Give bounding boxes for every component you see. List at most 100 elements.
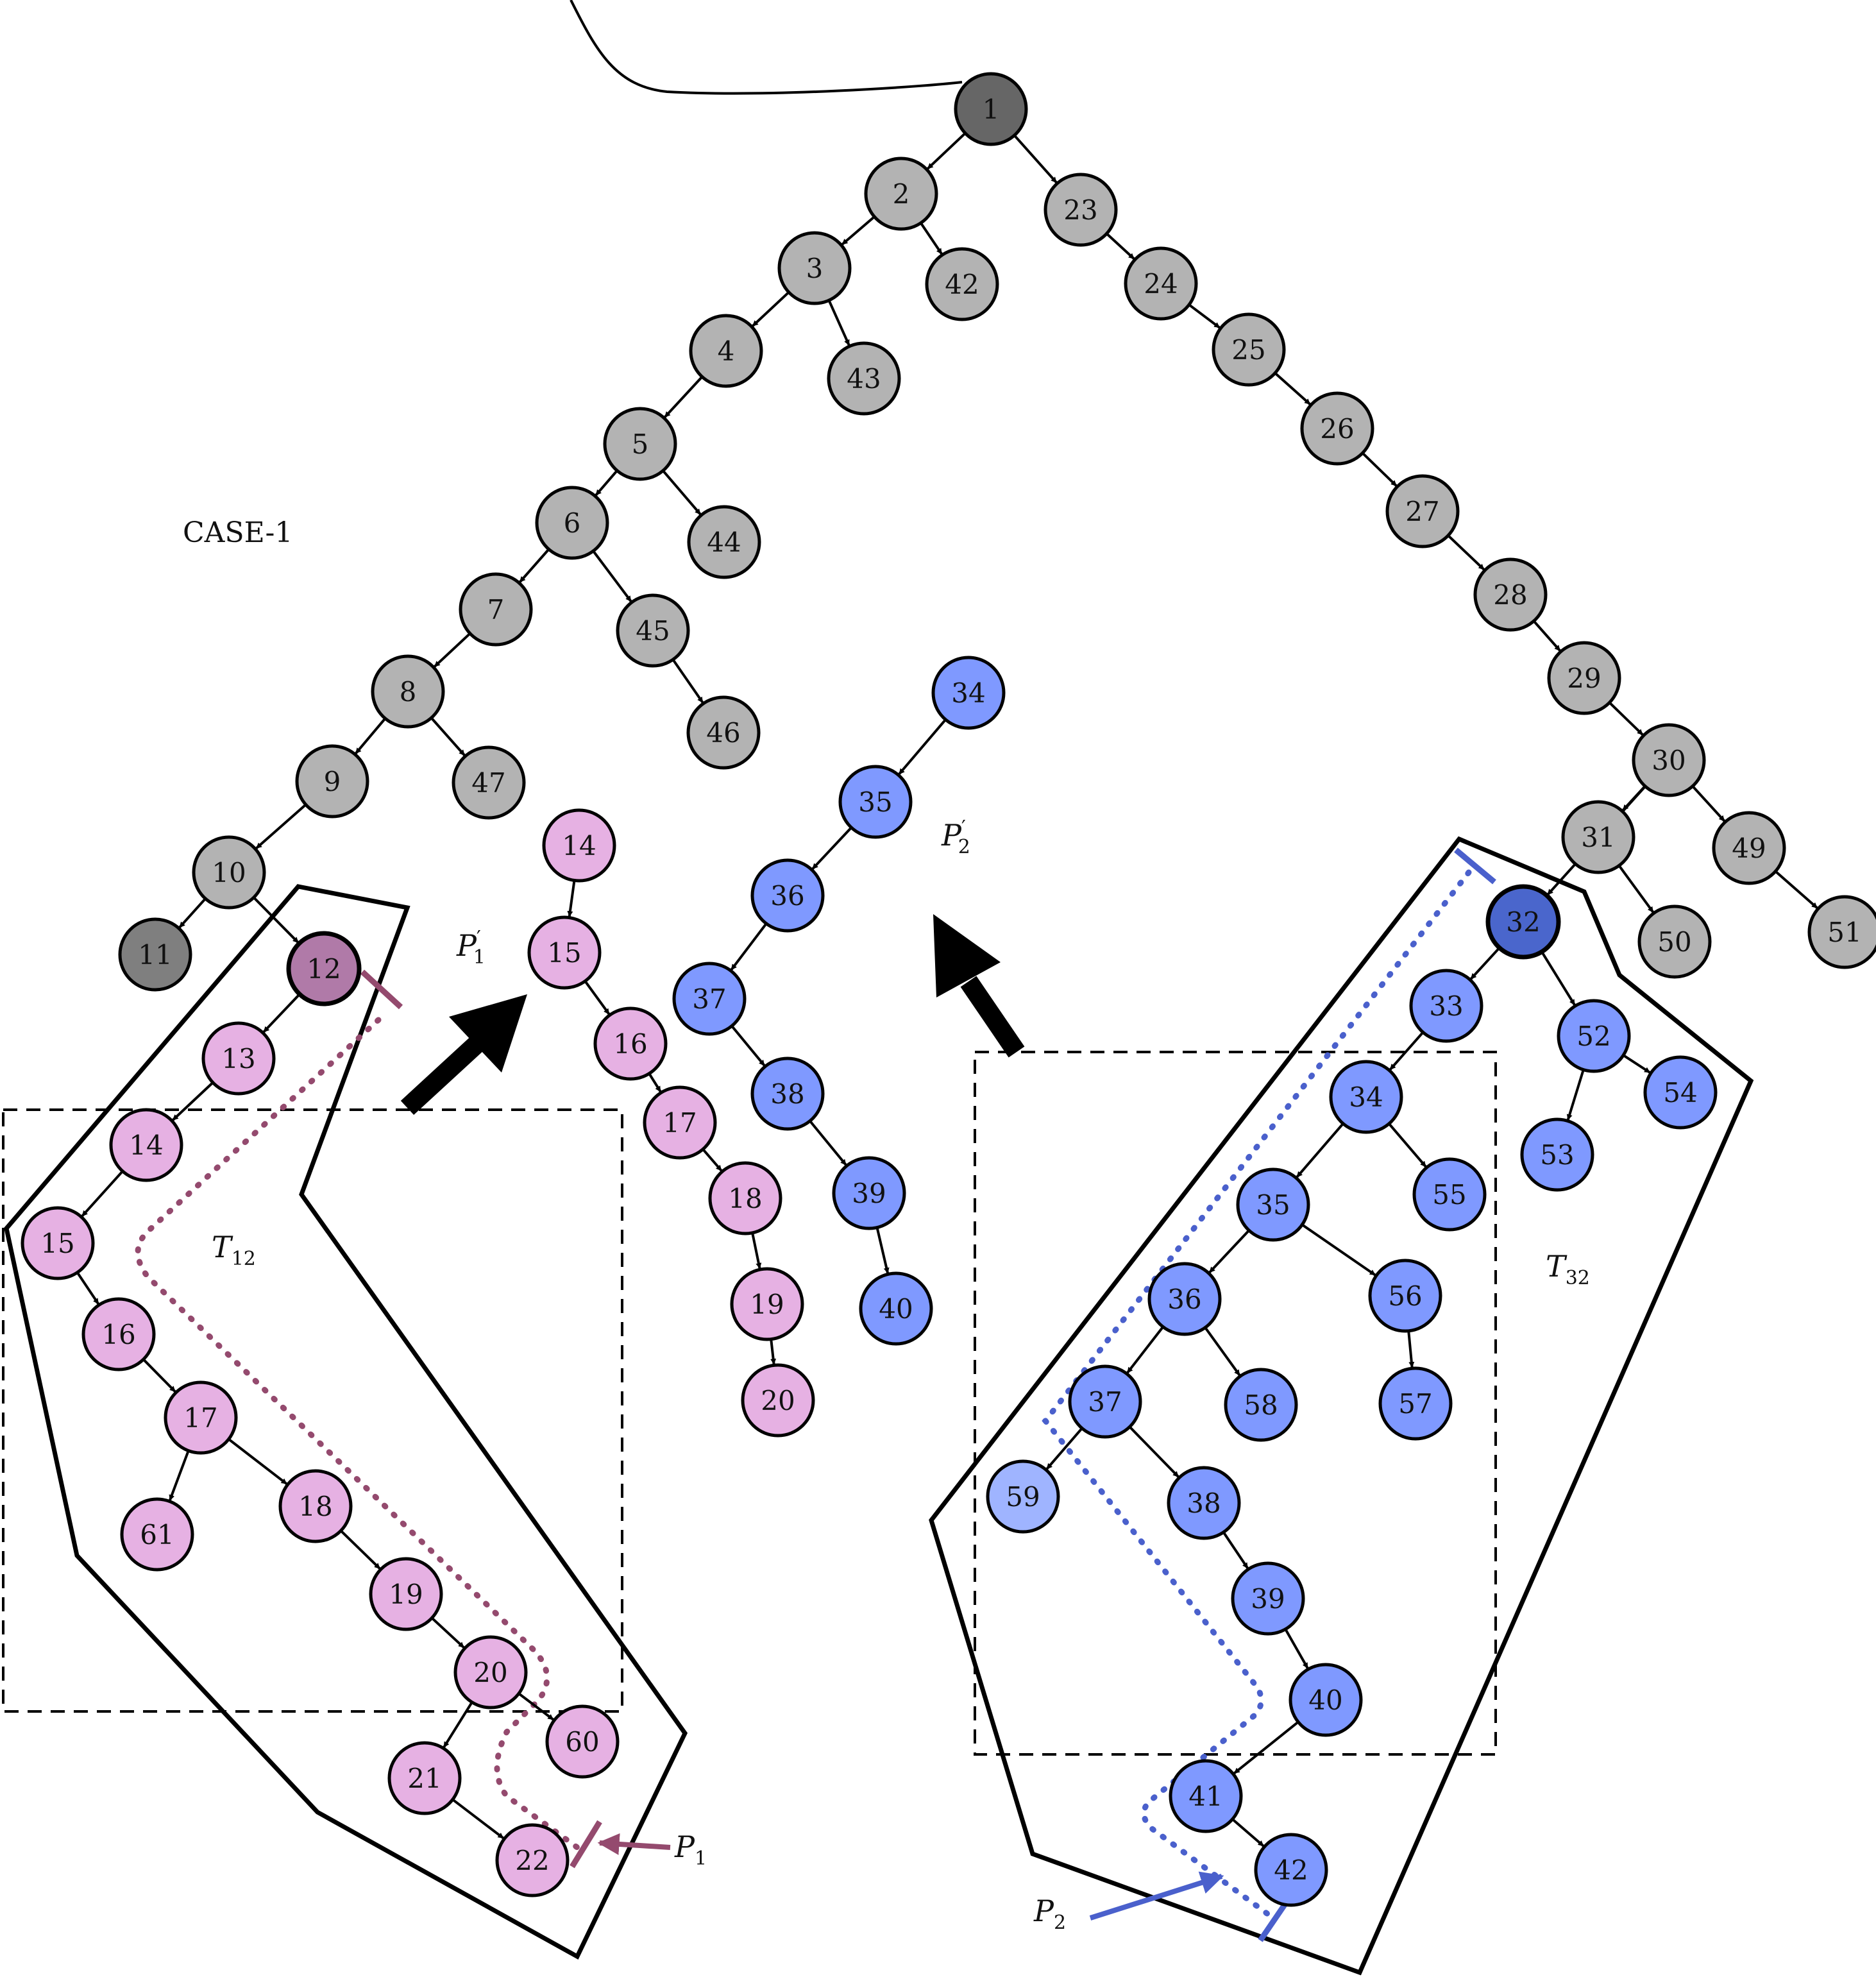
node-label: 15	[40, 1228, 74, 1259]
node-circle	[1329, 1060, 1403, 1134]
tree-node-p1-prime-14: 14	[542, 808, 616, 883]
node-label: 32	[1506, 906, 1540, 938]
node-label: 11	[138, 939, 172, 971]
node-label: 46	[706, 717, 740, 749]
p2-start-tick	[1454, 847, 1496, 885]
node-circle	[1044, 173, 1118, 247]
node-label: 29	[1567, 663, 1601, 694]
node-label: 60	[565, 1726, 599, 1758]
node-label: 4	[718, 335, 735, 367]
tree-edges	[76, 132, 1818, 1847]
node-circle	[1409, 969, 1483, 1043]
tree-edge-12-13	[262, 993, 301, 1033]
node-label: 21	[407, 1763, 441, 1794]
t12-label: T12	[212, 1230, 256, 1270]
node-label: 51	[1827, 917, 1861, 948]
t32-outline	[929, 836, 1754, 1976]
node-circle	[1485, 884, 1561, 960]
tree-node-p1-prime-17: 17	[643, 1085, 717, 1160]
node-label: 44	[707, 527, 741, 558]
tree-node-t32-33: 33	[1409, 969, 1483, 1043]
node-label: 40	[1308, 1684, 1342, 1716]
node-circle	[1124, 246, 1198, 321]
node-label: 17	[663, 1107, 697, 1139]
tree-edge-39-40	[1284, 1628, 1309, 1669]
tree-edge-15-16	[76, 1271, 99, 1305]
tree-node-gray-tree-3: 3	[777, 231, 852, 305]
p1-start-tick	[360, 969, 403, 1010]
tree-edge-37-38	[1128, 1425, 1179, 1478]
node-circle	[1368, 1259, 1442, 1333]
node-label: 12	[307, 953, 341, 985]
tree-node-t12-17: 17	[164, 1380, 238, 1455]
node-label: 34	[951, 677, 985, 709]
node-label: 13	[221, 1043, 255, 1074]
tree-node-gray-tree-26: 26	[1300, 391, 1374, 466]
tree-node-t32-34: 34	[1329, 1060, 1403, 1134]
tree-node-t12-20: 20	[453, 1635, 528, 1710]
tree-edge-14-15	[567, 880, 576, 917]
node-label: 38	[1187, 1488, 1221, 1519]
node-circle	[120, 1497, 194, 1572]
node-label: 39	[1251, 1583, 1285, 1615]
node-circle	[1254, 1833, 1328, 1907]
tree-node-t12-22: 22	[495, 1823, 570, 1897]
p1-end-tick	[570, 1820, 602, 1869]
node-label: 50	[1657, 926, 1691, 958]
tree-edge-16-17	[648, 1073, 662, 1092]
tree-node-gray-tree-42: 42	[925, 247, 999, 321]
node-label: 58	[1244, 1389, 1278, 1421]
node-circle	[1632, 723, 1706, 797]
node-label: 18	[298, 1491, 332, 1522]
tree-edge-17-61	[169, 1450, 190, 1501]
tree-node-t12-18: 18	[278, 1469, 353, 1543]
node-circle	[453, 1635, 528, 1710]
tree-edge-21-22	[452, 1798, 504, 1840]
node-circle	[1378, 1366, 1453, 1441]
tree-node-t32-52: 52	[1557, 999, 1631, 1073]
node-circle	[1385, 474, 1460, 548]
node-circle	[545, 1704, 620, 1779]
node-circle	[730, 1267, 804, 1341]
node-circle	[118, 917, 192, 992]
node-circle	[527, 915, 602, 990]
tree-edge-17-18	[702, 1148, 723, 1172]
node-circle	[1547, 641, 1621, 715]
node-label: 25	[1231, 334, 1265, 366]
tree-edge-14-15	[81, 1170, 124, 1218]
tree-node-gray-tree-9: 9	[295, 744, 369, 819]
node-label: 15	[547, 937, 581, 969]
node-circle	[1231, 1561, 1305, 1636]
tree-edge-13-14	[172, 1082, 214, 1121]
tree-node-gray-tree-43: 43	[827, 341, 901, 416]
tree-node-t12-61: 61	[120, 1497, 194, 1572]
tree-node-p1-prime-15: 15	[527, 915, 602, 990]
tree-edge-1-23	[1013, 134, 1058, 183]
node-label: 2	[893, 178, 910, 210]
tree-edge-35-56	[1301, 1223, 1376, 1277]
tree-edge-2-3	[841, 216, 875, 246]
tree-edge-29-30	[1609, 701, 1644, 736]
node-label: 53	[1540, 1139, 1574, 1171]
tree-node-gray-tree-31: 31	[1561, 800, 1635, 874]
incoming-curve	[570, 0, 963, 95]
node-label: 6	[564, 507, 581, 539]
node-circle	[1637, 904, 1712, 979]
tree-edge-9-10	[255, 803, 307, 849]
node-label: 5	[632, 428, 649, 460]
tree-edge-34-35	[1296, 1123, 1344, 1178]
tree-edge-52-53	[1566, 1069, 1585, 1121]
node-circle	[777, 231, 852, 305]
node-circle	[452, 745, 526, 820]
node-label: 36	[1167, 1284, 1201, 1315]
node-label: 16	[613, 1028, 647, 1060]
tree-node-t32-32: 32	[1485, 884, 1561, 960]
tree-edge-25-26	[1274, 372, 1311, 405]
tree-edge-40-41	[1233, 1720, 1299, 1774]
node-label: 27	[1405, 496, 1439, 527]
tree-edge-30-49	[1691, 785, 1726, 822]
node-circle	[495, 1823, 570, 1897]
tree-edge-35-36	[811, 826, 852, 870]
tree-node-t12-15: 15	[21, 1206, 95, 1280]
node-circle	[1169, 1759, 1243, 1833]
